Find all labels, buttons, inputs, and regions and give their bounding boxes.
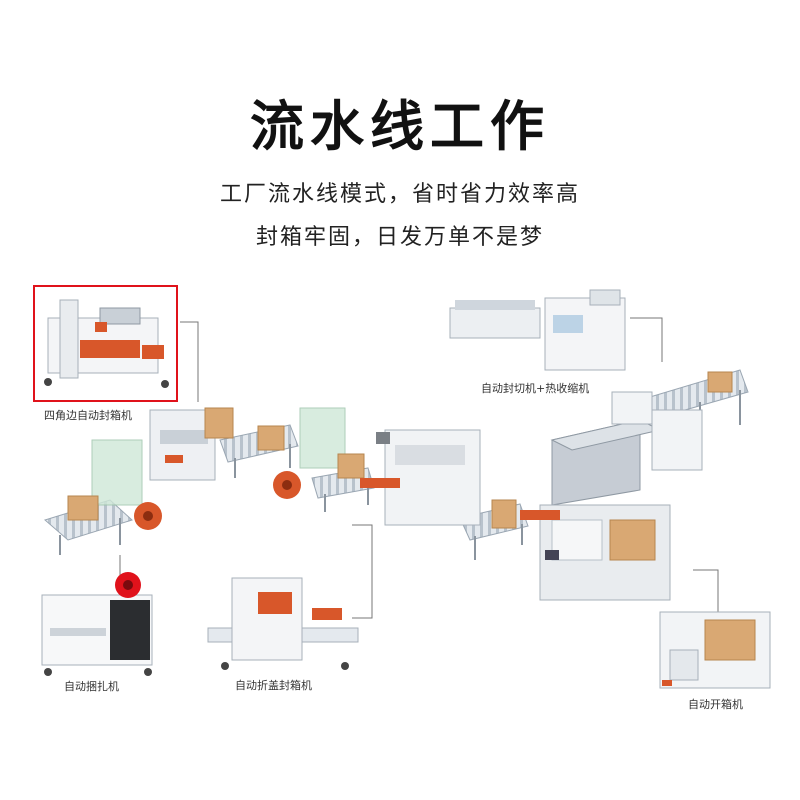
subtitle-line-2: 封箱牢固，日发万单不是梦 <box>255 225 544 250</box>
four-corner-sealer-machine <box>44 299 169 388</box>
label-case-erector: 自动开箱机 <box>688 698 743 711</box>
label-shrink-machine: 自动封切机+热收缩机 <box>481 382 590 395</box>
shrink-tunnel-machine <box>550 391 703 506</box>
label-four-corner-sealer: 四角边自动封箱机 <box>44 409 132 422</box>
inline-sealer-machine <box>149 407 234 481</box>
highlight-box <box>33 285 178 402</box>
inline-case-erector <box>520 504 671 601</box>
inline-strapping-frames <box>91 407 346 530</box>
shrink-machine-group <box>449 289 626 371</box>
fold-sealer-machine <box>207 577 359 670</box>
leader-lines <box>119 317 719 619</box>
label-strapping-machine: 自动捆扎机 <box>64 680 119 693</box>
strapping-machine <box>41 572 153 676</box>
case-erector-machine <box>659 611 771 689</box>
page-title: 流水线工作 <box>250 95 550 158</box>
central-sealer-machine <box>360 429 481 526</box>
subtitle-line-1: 工厂流水线模式，省时省力效率高 <box>219 182 580 207</box>
label-fold-sealer: 自动折盖封箱机 <box>235 679 312 692</box>
